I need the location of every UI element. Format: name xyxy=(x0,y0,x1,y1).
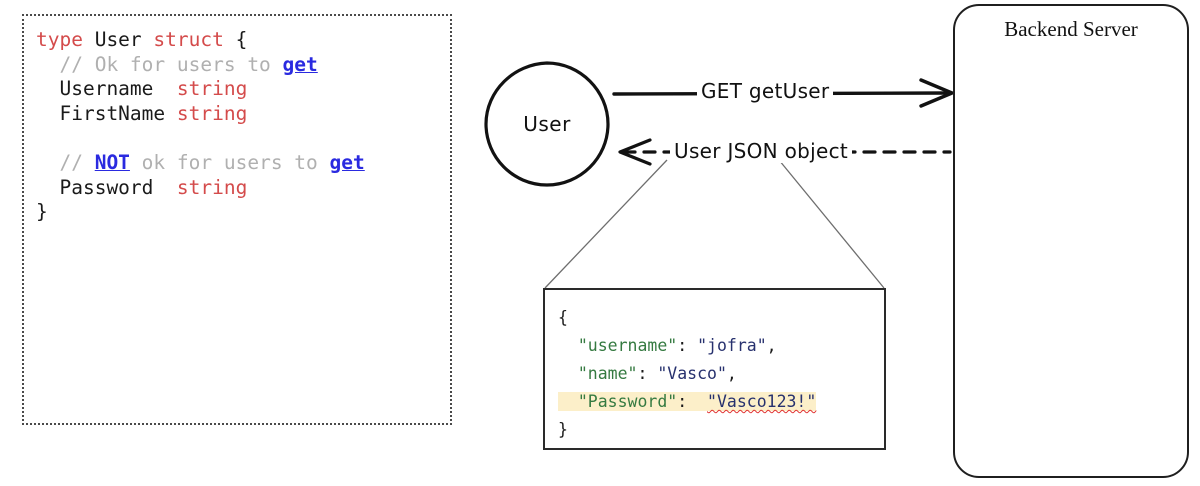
json-token: : xyxy=(677,392,708,411)
code-link[interactable]: get xyxy=(282,52,318,76)
json-token: } xyxy=(558,420,568,439)
code-token: ok for users to xyxy=(129,150,330,174)
code-token: string xyxy=(176,77,248,101)
code-line: Password string xyxy=(36,176,247,199)
code-line: } xyxy=(36,200,48,223)
json-key: "name" xyxy=(577,364,638,383)
json-line: "Password": "Vasco123!" xyxy=(558,392,817,411)
code-token: // Ok for users to xyxy=(36,52,283,76)
json-token: "jofra" xyxy=(697,336,767,355)
json-payload-box: { "username": "jofra", "name": "Vasco", … xyxy=(543,288,886,450)
json-listing: { "username": "jofra", "name": "Vasco", … xyxy=(558,304,817,444)
json-token: "Vasco" xyxy=(657,364,727,383)
code-line: Username string xyxy=(36,77,247,100)
code-link[interactable]: NOT xyxy=(94,150,130,174)
code-link[interactable]: get xyxy=(329,150,365,174)
json-token: , xyxy=(766,336,777,355)
code-token: // xyxy=(36,150,95,174)
json-line: { xyxy=(558,308,568,327)
code-token: { xyxy=(235,28,248,51)
code-line: FirstName string xyxy=(36,102,247,125)
request-arrow-label: GET getUser xyxy=(697,79,834,103)
code-listing: type User struct { // Ok for users to ge… xyxy=(36,28,365,225)
json-key: "username" xyxy=(577,336,678,355)
code-token: Username xyxy=(36,77,177,101)
response-arrow-label: User JSON object xyxy=(670,139,853,163)
code-token: FirstName xyxy=(36,101,177,125)
user-node-label: User xyxy=(523,112,571,136)
json-line: } xyxy=(558,420,568,439)
code-token xyxy=(36,126,48,149)
json-token xyxy=(558,336,578,355)
code-line: // NOT ok for users to get xyxy=(36,150,365,174)
code-token: string xyxy=(176,175,248,199)
json-key: "Password" xyxy=(577,392,678,411)
code-token: Password xyxy=(36,175,177,199)
code-line: type User struct { xyxy=(36,28,247,51)
json-token xyxy=(558,364,578,383)
code-token: } xyxy=(36,200,48,224)
backend-server-title: Backend Server xyxy=(1004,17,1138,41)
code-line: // Ok for users to get xyxy=(36,52,318,76)
json-line: "name": "Vasco", xyxy=(558,364,737,383)
code-token: User xyxy=(94,28,154,51)
json-token: { xyxy=(558,308,568,327)
json-line: "username": "jofra", xyxy=(558,336,777,355)
json-token: : xyxy=(677,336,698,355)
go-struct-code-block: type User struct { // Ok for users to ge… xyxy=(22,14,452,425)
json-token: "Vasco123!" xyxy=(707,392,817,411)
user-node: User xyxy=(483,60,611,188)
code-token: type xyxy=(36,28,95,51)
json-token: : xyxy=(637,364,658,383)
json-token xyxy=(558,392,578,411)
backend-server-box: Backend Server xyxy=(953,4,1189,478)
code-token: string xyxy=(176,101,248,125)
code-line xyxy=(36,126,48,149)
code-token: struct xyxy=(153,28,236,51)
json-token: , xyxy=(726,364,737,383)
